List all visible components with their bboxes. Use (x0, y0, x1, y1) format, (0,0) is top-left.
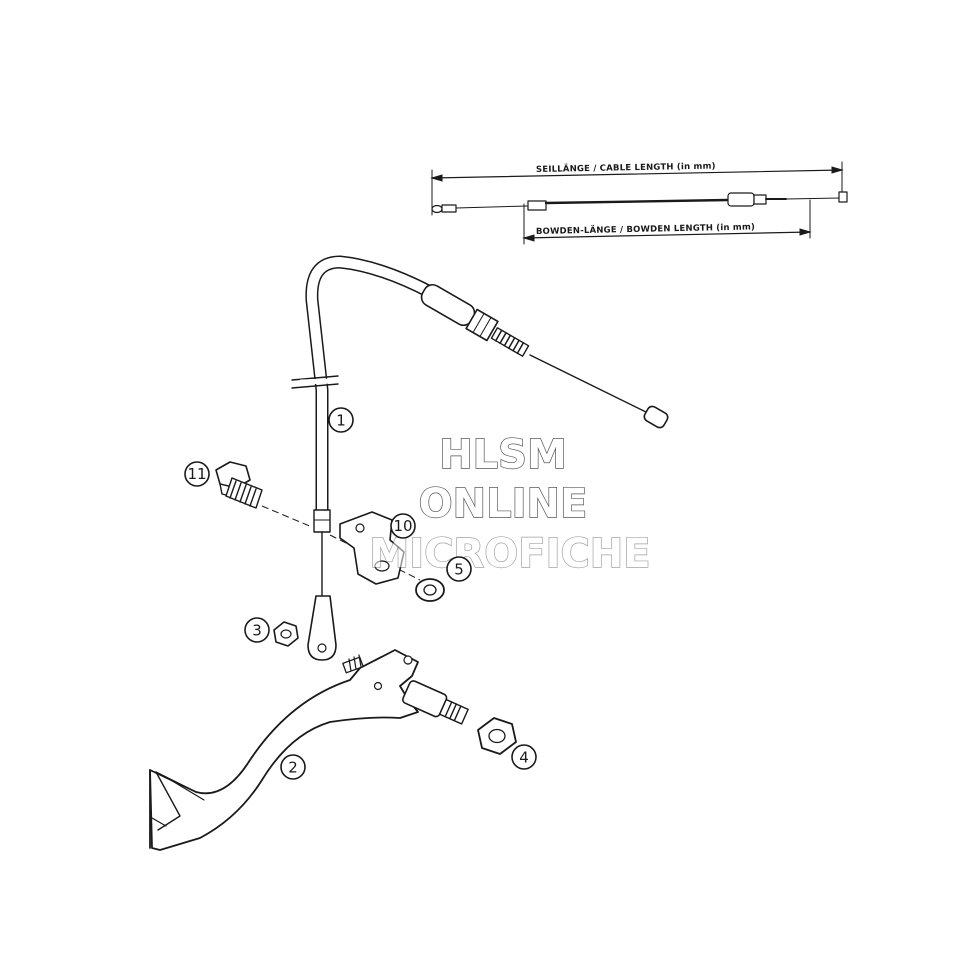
callout-10: 10 (390, 513, 416, 539)
callout-11: 11 (184, 461, 210, 487)
small-nut-part (273, 621, 299, 647)
callout-2: 2 (280, 754, 306, 780)
svg-text:2: 2 (288, 759, 298, 777)
watermark-line-3: MICROFICHE (369, 531, 650, 577)
callout-1: 1 (328, 407, 354, 433)
watermark-line-1: HLSM (439, 432, 567, 478)
cable-bracket (339, 511, 405, 585)
callout-4: 4 (511, 744, 537, 770)
bolt-part (215, 461, 263, 509)
bowden-length-label: BOWDEN-LÄNGE / BOWDEN LENGTH (in mm) (536, 221, 755, 237)
callout-5: 5 (446, 556, 472, 582)
brake-pedal (149, 649, 469, 851)
svg-text:10: 10 (393, 517, 412, 535)
svg-text:1: 1 (336, 412, 346, 430)
watermark: HLSM ONLINE MICROFICHE (369, 431, 652, 577)
svg-text:5: 5 (454, 561, 464, 579)
svg-text:4: 4 (519, 749, 529, 767)
brake-cable (291, 255, 669, 661)
watermark-line-2: ONLINE (419, 481, 588, 527)
adjuster-thread (490, 327, 530, 357)
pivot-nut-part (477, 717, 517, 755)
washer-part (415, 578, 445, 602)
callout-3: 3 (244, 617, 270, 643)
svg-text:11: 11 (187, 465, 206, 483)
svg-text:3: 3 (252, 622, 262, 640)
cable-length-label: SEILLÄNGE / CABLE LENGTH (in mm) (536, 161, 716, 175)
cable-length-inset: SEILLÄNGE / CABLE LENGTH (in mm) BOWDEN-… (430, 161, 848, 245)
